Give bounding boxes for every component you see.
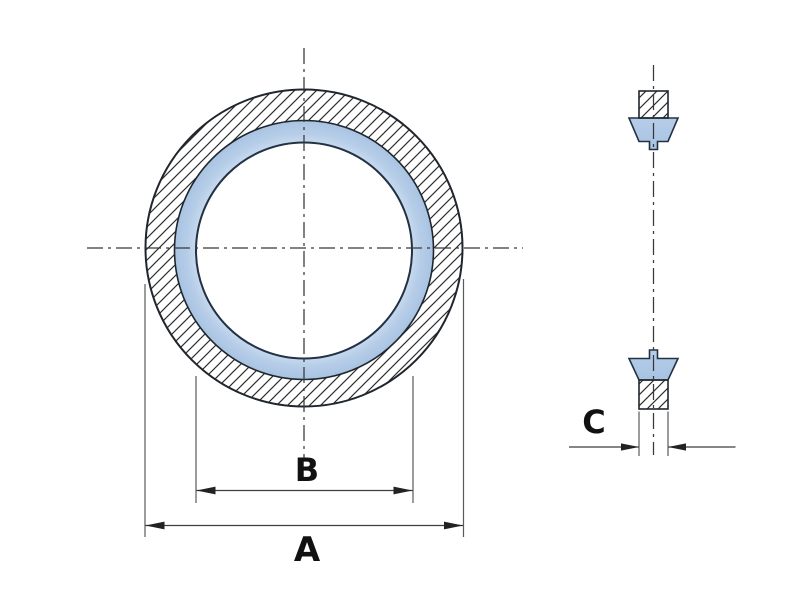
dim-b-arrowhead-right [393,486,413,495]
front-view [87,48,523,458]
dimension-c: C [569,403,736,456]
section-view [627,65,680,455]
dim-b-arrowhead-left [196,486,216,495]
dim-b-label: B [295,451,319,489]
dimension-b: B [195,376,414,503]
dim-a-label: A [294,530,321,570]
dim-c-arrowhead-left [621,443,639,451]
dim-a-arrowhead-left [145,521,165,530]
dim-c-label: C [582,403,605,441]
dim-c-arrowhead-right [668,443,686,451]
dim-a-arrowhead-right [444,521,463,530]
dimension-a: A [144,279,465,570]
